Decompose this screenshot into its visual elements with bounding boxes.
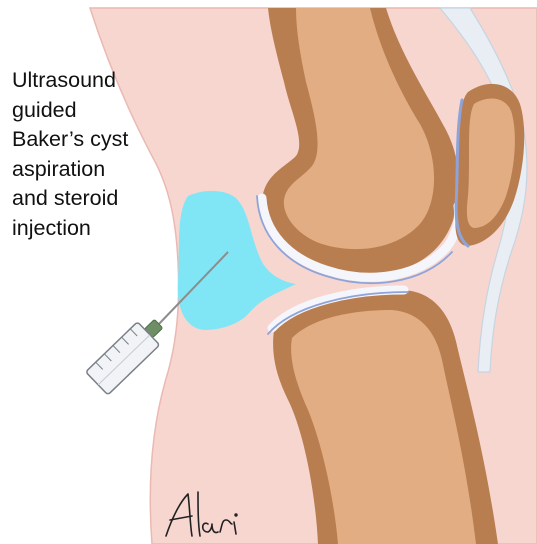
caption-line: guided	[12, 96, 182, 126]
caption-line: Ultrasound	[12, 66, 182, 96]
caption-line: aspiration	[12, 155, 182, 185]
caption-line: Baker’s cyst	[12, 125, 182, 155]
syringe-barrel	[86, 322, 160, 395]
caption-line: injection	[12, 214, 182, 244]
figure-caption: Ultrasound guided Baker’s cyst aspiratio…	[12, 66, 182, 243]
caption-line: and steroid	[12, 184, 182, 214]
